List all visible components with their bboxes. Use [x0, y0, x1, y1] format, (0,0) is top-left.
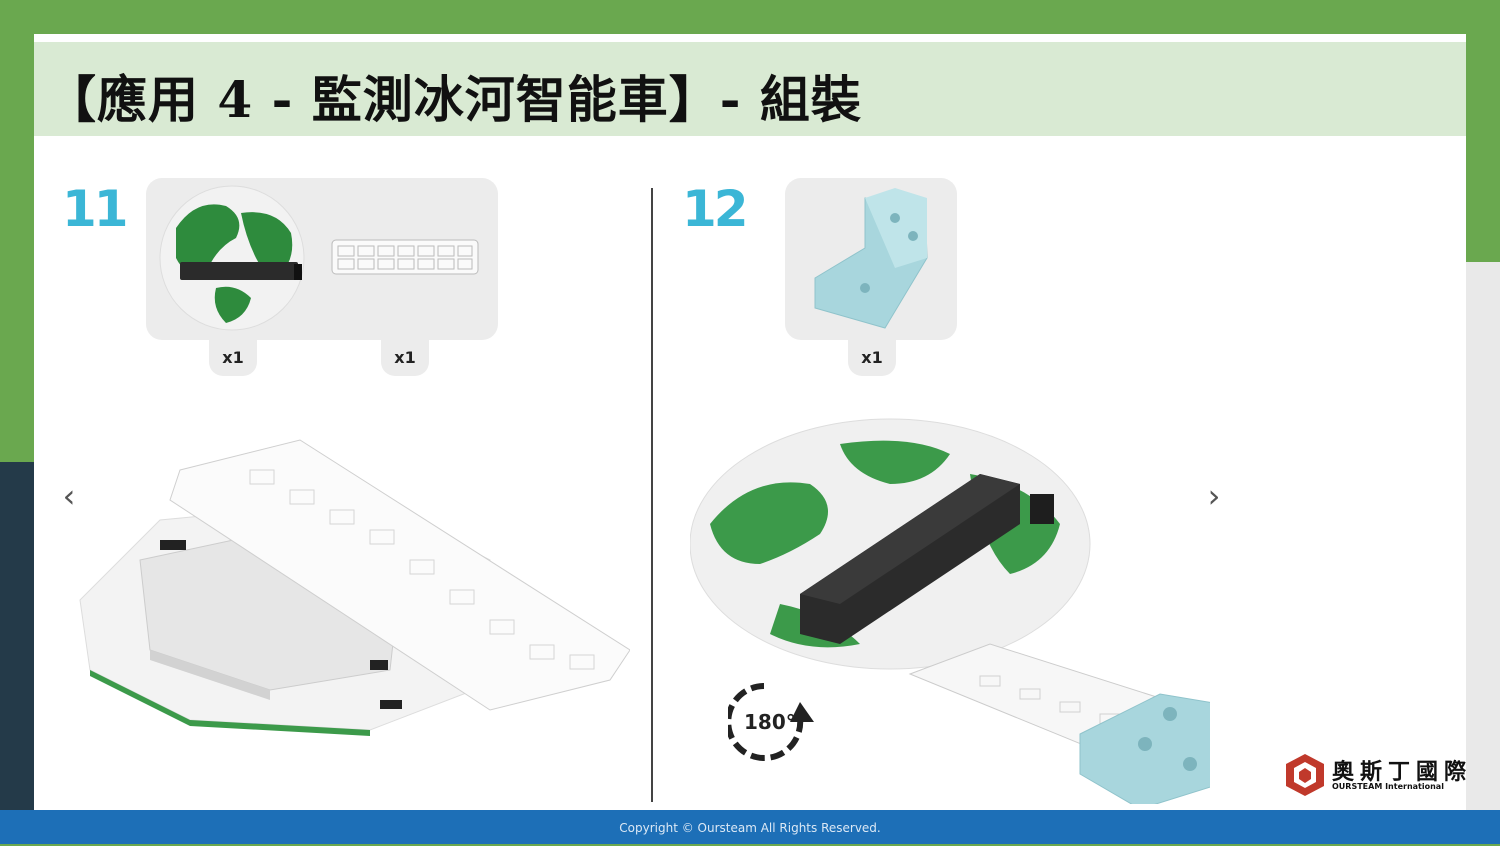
background-dark-band	[0, 462, 40, 812]
assembly-illustration-step-11	[79, 439, 630, 736]
chevron-left-icon: ‹	[62, 477, 76, 515]
footer-copyright: Copyright © Oursteam All Rights Reserved…	[0, 810, 1500, 844]
rotation-label: 180°	[744, 710, 796, 734]
rotate-180-indicator: 180°	[725, 680, 828, 770]
title-bar: 【應用 4 - 監測冰河智能車】- 組裝	[34, 42, 1466, 136]
qty-badge: x1	[209, 340, 257, 376]
parts-illustration-step-11	[159, 185, 479, 331]
parts-box-step-11	[146, 178, 498, 340]
qty-badge: x1	[848, 340, 896, 376]
chevron-right-icon: ›	[1207, 477, 1221, 515]
slide: 【應用 4 - 監測冰河智能車】- 組裝 11	[34, 34, 1466, 810]
logo-subtitle: OURSTEAM International	[1332, 782, 1444, 791]
step-number-12: 12	[682, 180, 749, 238]
parts-box-step-12	[785, 178, 957, 340]
bracket-illustration	[814, 188, 928, 329]
qty-badge: x1	[381, 340, 429, 376]
prev-slide-button[interactable]: ‹	[54, 476, 84, 516]
step-number-11: 11	[62, 180, 129, 238]
logo-icon	[1286, 754, 1324, 796]
step-divider	[651, 188, 653, 802]
company-logo: 奧斯丁國際 OURSTEAM International	[1284, 752, 1466, 800]
logo-name: 奧斯丁國際	[1332, 760, 1473, 785]
background-grey-band	[1464, 262, 1500, 812]
next-slide-button[interactable]: ›	[1199, 476, 1229, 516]
assembly-illustration-step-12	[690, 418, 1210, 804]
page-title: 【應用 4 - 監測冰河智能車】- 組裝	[46, 70, 862, 129]
rotate-icon	[725, 683, 814, 761]
